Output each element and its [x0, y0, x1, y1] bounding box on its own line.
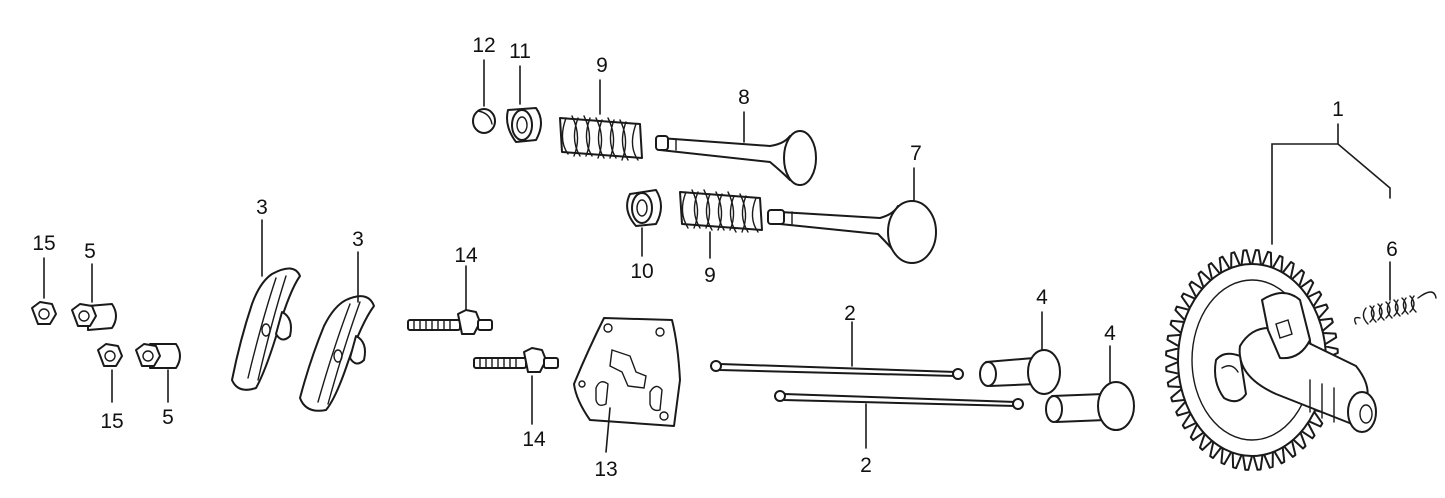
part-14-stud-lower [473, 347, 559, 373]
part-6-spring [1353, 291, 1437, 325]
callout-10: 10 [630, 260, 653, 283]
callout-9-lower: 9 [704, 264, 716, 287]
part-13-pushrod-guide-plate [573, 317, 681, 427]
callout-14-lower: 14 [522, 428, 546, 451]
callout-13: 13 [594, 458, 617, 481]
callout-11: 11 [509, 40, 531, 63]
callout-2-upper: 2 [844, 302, 856, 325]
part-10-valve-retainer [626, 189, 662, 227]
part-12-valve-cap [472, 108, 496, 134]
callout-5-lower: 5 [162, 406, 174, 429]
part-5-sleeve-nut-lower [135, 343, 181, 369]
part-3-rocker-arm-right [299, 295, 375, 412]
part-8-valve [655, 130, 817, 186]
part-15-nut-lower [97, 343, 123, 367]
part-9-valve-spring-lower [679, 189, 763, 233]
part-7-valve [767, 200, 937, 264]
callout-15-lower: 15 [100, 410, 123, 433]
leader-1 [1271, 143, 1391, 245]
callout-8: 8 [738, 86, 750, 109]
callout-2-lower: 2 [860, 454, 872, 477]
callout-4-upper: 4 [1036, 286, 1048, 309]
callout-5-upper: 5 [84, 240, 96, 263]
callout-9-upper: 9 [596, 54, 608, 77]
part-14-stud-upper [407, 309, 493, 335]
callout-7: 7 [910, 142, 922, 165]
part-2-push-rod-upper [710, 360, 964, 380]
part-11-valve-retainer [506, 107, 542, 143]
part-5-sleeve-nut-upper [71, 303, 117, 331]
part-2-push-rod-lower [774, 390, 1024, 410]
callout-12: 12 [472, 34, 495, 57]
leader-13 [605, 407, 611, 453]
part-4-valve-tappet-lower [1045, 381, 1135, 431]
part-15-nut-upper [31, 301, 57, 325]
callout-3-left: 3 [256, 196, 268, 219]
callout-4-lower: 4 [1104, 322, 1116, 345]
callout-6: 6 [1386, 238, 1398, 261]
callout-14-upper: 14 [454, 244, 478, 267]
part-9-valve-spring-upper [559, 115, 643, 161]
callout-1: 1 [1332, 98, 1344, 121]
part-4-valve-tappet-upper [979, 349, 1061, 395]
callout-15-upper: 15 [32, 232, 55, 255]
part-3-rocker-arm-left [231, 267, 301, 391]
callout-3-right: 3 [352, 228, 364, 251]
part-1-camshaft-gear [1165, 249, 1377, 471]
